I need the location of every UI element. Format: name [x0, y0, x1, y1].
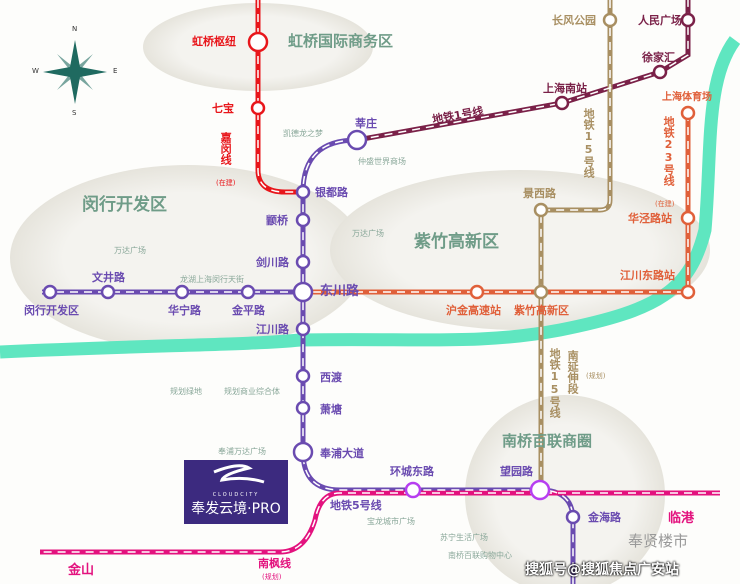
- line23-label: 地铁23号线: [662, 116, 676, 186]
- line15-ext-label: 南延伸段: [566, 350, 580, 394]
- mall-baolong: 宝龙城市广场: [367, 517, 415, 526]
- station-jinping: 金平路: [232, 304, 265, 317]
- mall-wanda-mh: 万达广场: [114, 246, 146, 255]
- line5-label: 地铁5号线: [330, 499, 382, 512]
- line15-ext-status: (规划): [586, 372, 606, 380]
- mall-kaide: 凯德龙之梦: [283, 129, 323, 138]
- planned-green: 规划绿地: [170, 387, 202, 396]
- mall-wanda-zz: 万达广场: [352, 229, 384, 238]
- station-jiangchuan: 江川路: [256, 323, 289, 336]
- station-qibao: 七宝: [212, 102, 234, 115]
- compass-w: W: [32, 67, 39, 75]
- compass-s: S: [72, 109, 77, 117]
- cloud-logo-icon: [213, 464, 265, 484]
- station-mh-kfq: 闵行开发区: [24, 304, 79, 317]
- station-wangyuan: 望园路: [500, 465, 533, 478]
- nanfeng-label: 南枫线: [258, 557, 291, 570]
- compass-e: E: [113, 67, 118, 75]
- station-lingang: 临港: [668, 511, 695, 526]
- line15-label: 地铁15号线: [582, 108, 596, 178]
- jiamin-status: (在建): [216, 179, 236, 187]
- station-dongchuan: 东川路: [320, 284, 360, 299]
- district-nanqiao: 南桥百联商圈: [502, 432, 593, 450]
- station-jianchuan: 剑川路: [256, 256, 289, 269]
- station-huajing: 华泾路站: [628, 212, 672, 225]
- station-hujin: 沪金高速站: [446, 304, 501, 317]
- nanqiao-area: [465, 395, 665, 584]
- planned-commercial: 规划商业综合体: [224, 387, 280, 396]
- station-shnan: 上海南站: [543, 82, 587, 95]
- station-fengpu: 奉浦大道: [320, 447, 364, 460]
- project-logo: CLOUDCITY 奉发云境·PRO: [184, 460, 288, 524]
- station-renmin: 人民广场: [638, 14, 682, 27]
- line23-status: (在建): [655, 200, 675, 208]
- station-tiyuchang: 上海体育场: [662, 92, 712, 103]
- station-jcd: 江川东路站: [620, 269, 675, 282]
- source-credit: 搜狐号@搜狐焦点广安站: [525, 562, 679, 578]
- station-xujiahui: 徐家汇: [642, 51, 675, 64]
- station-wenjing: 文井路: [92, 271, 125, 284]
- logo-brand: CLOUDCITY: [212, 492, 260, 498]
- station-zhuanqiao: 颛桥: [266, 214, 288, 227]
- mall-bailian: 南桥百联购物中心: [448, 551, 512, 560]
- station-hongqiao-hub: 虹桥枢纽: [192, 35, 236, 48]
- compass-n: N: [72, 25, 78, 33]
- station-changfeng: 长风公园: [552, 14, 596, 27]
- district-minhang: 闵行开发区: [82, 195, 167, 215]
- watermark: 奉贤楼市: [628, 532, 689, 550]
- district-hongqiao: 虹桥国际商务区: [288, 32, 394, 50]
- station-xidu: 西渡: [320, 371, 342, 384]
- mall-zhongsheng: 仲盛世界商场: [358, 157, 406, 166]
- station-jingxi: 景西路: [523, 187, 556, 200]
- jiamin-line-label: 嘉闵线: [219, 132, 233, 165]
- mall-suning: 苏宁生活广场: [440, 533, 488, 542]
- station-markers: [42, 12, 696, 525]
- mall-longhu: 龙湖上海闵行天街: [180, 275, 244, 284]
- station-huaning: 华宁路: [168, 304, 201, 317]
- station-xiaotang: 萧塘: [320, 403, 342, 416]
- station-jinshan: 金山: [68, 563, 95, 578]
- nanfeng-status: (规划): [262, 573, 282, 581]
- logo-name: 奉发云境·PRO: [191, 501, 281, 517]
- line15-ext-line-label: 地铁15号线: [548, 348, 562, 418]
- station-xinzhuang: 莘庄: [355, 117, 377, 130]
- minhang-area: [10, 165, 366, 351]
- compass-icon: [43, 40, 107, 104]
- station-huancheng: 环城东路: [390, 465, 434, 478]
- district-zizhu: 紫竹高新区: [414, 232, 499, 252]
- mall-wanda-fp: 奉浦万达广场: [218, 447, 266, 456]
- station-yindu: 银都路: [315, 186, 348, 199]
- station-jinhai: 金海路: [588, 511, 621, 524]
- station-zizhu: 紫竹高新区: [514, 304, 569, 317]
